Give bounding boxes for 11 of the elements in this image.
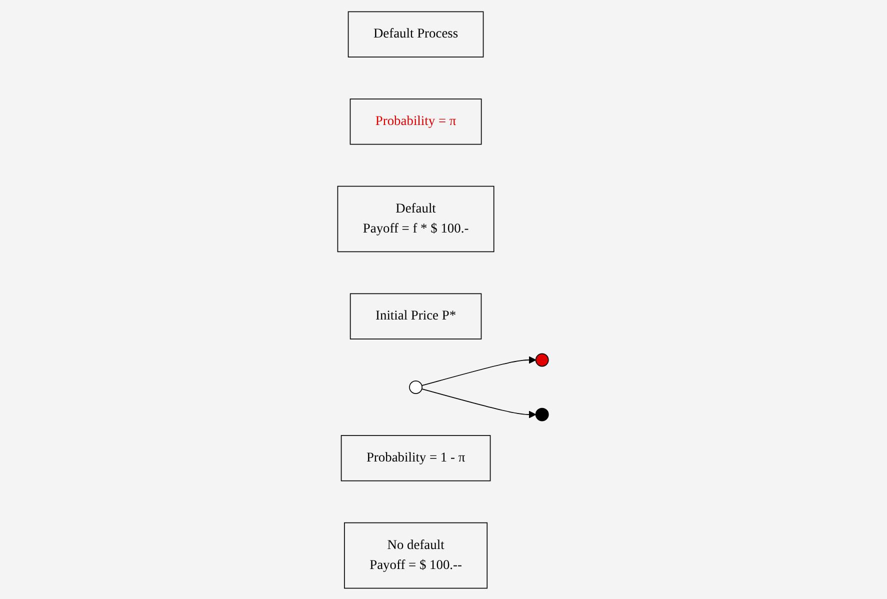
node-box: Default Process	[348, 10, 484, 57]
node-circle	[410, 380, 423, 394]
node-box: Probability = 1 - π	[341, 434, 492, 481]
node-box: Default Payoff = f * $ 100.-	[338, 185, 495, 252]
arrow	[422, 356, 537, 386]
node-circle	[536, 407, 550, 421]
node-circle	[536, 352, 550, 366]
node-box: No default Payoff = $ 100.--	[344, 522, 488, 588]
node-box: Initial Price P*	[350, 292, 482, 339]
arrow	[422, 388, 537, 418]
node-box: Probability = π	[350, 98, 482, 144]
